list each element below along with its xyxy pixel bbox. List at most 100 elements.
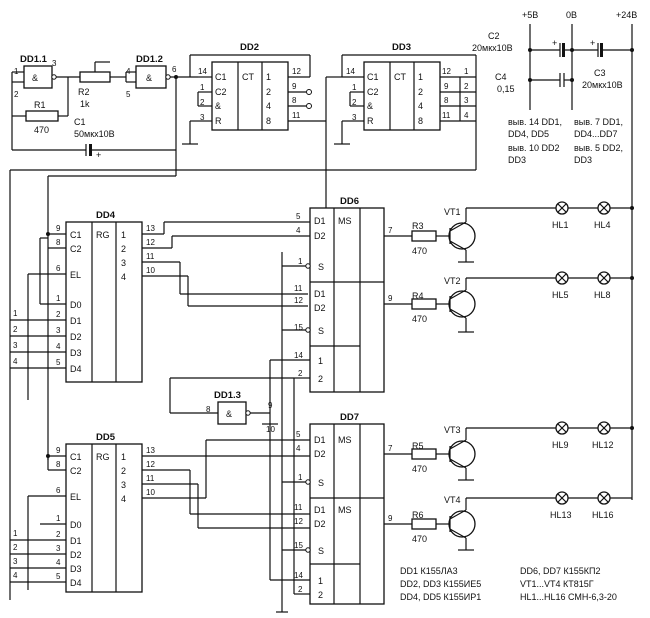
- dd4-register: [65, 221, 143, 383]
- legend-2: DD2, DD3 К155ИЕ5: [400, 579, 481, 589]
- legend-5: VT1...VT4 КТ815Г: [520, 579, 594, 589]
- dd1-2-amp: &: [146, 73, 152, 83]
- c2-plus: +: [552, 38, 557, 48]
- pin-label: 3: [13, 341, 18, 350]
- pin-label: 1: [13, 309, 18, 318]
- hl4-label: HL4: [594, 220, 611, 230]
- dd2-title: DD2: [240, 42, 259, 53]
- vt4-label: VT4: [444, 495, 461, 505]
- dd1-1-title: DD1.1: [20, 54, 48, 65]
- c4-value: 0,15: [497, 84, 515, 94]
- c3-label: C3: [594, 68, 606, 78]
- r5-label: R5: [412, 441, 424, 451]
- dd7-a1: 1: [318, 576, 323, 586]
- dd4-q1: 1: [121, 230, 126, 240]
- dd4-d3: D3: [70, 348, 82, 358]
- dd4-el: EL: [70, 270, 81, 280]
- pin-label: 1: [298, 473, 303, 482]
- power-note-5: выв. 7 DD1,: [574, 117, 623, 127]
- pin-label: 6: [56, 264, 61, 273]
- r1-body: [25, 110, 59, 122]
- pin-label: 4: [13, 571, 18, 580]
- pin-label: 3: [13, 557, 18, 566]
- pin-label: 3: [56, 544, 61, 553]
- legend-3: DD4, DD5 К155ИР1: [400, 592, 481, 602]
- pin-label: 12: [146, 238, 155, 247]
- dd1-1-amp: &: [32, 73, 38, 83]
- dd4-q4: 4: [121, 272, 126, 282]
- power-note-1: выв. 14 DD1,: [508, 117, 562, 127]
- pin-label: 11: [292, 111, 301, 120]
- power-note-7: выв. 5 DD2,: [574, 143, 623, 153]
- pin-label: 12: [292, 67, 301, 76]
- r3-value: 470: [412, 246, 427, 256]
- dd5-d0: D0: [70, 520, 82, 530]
- pin-label: 2: [352, 98, 357, 107]
- r3-body: [411, 230, 437, 242]
- pin-label: 10: [146, 488, 155, 497]
- output-stage-3: R5 470 VT3: [411, 425, 632, 481]
- c3-value: 20мкх10В: [582, 80, 623, 90]
- dd6-title: DD6: [340, 196, 359, 207]
- pin-label: 8: [56, 238, 61, 247]
- pin-label: 5: [56, 358, 61, 367]
- pin-label: 12: [442, 67, 451, 76]
- dd5-q3: 3: [121, 480, 126, 490]
- power-note-8: DD3: [574, 155, 592, 165]
- pin-label: 7: [388, 226, 393, 235]
- power-note-6: DD4...DD7: [574, 129, 618, 139]
- dd3-amp: &: [367, 101, 373, 111]
- dd4-q3: 3: [121, 258, 126, 268]
- c1-value: 50мкх10В: [74, 129, 115, 139]
- output-stage-2: R4 470 VT2: [411, 276, 632, 333]
- dd6-d2a: D2: [314, 231, 326, 241]
- pin-label: 11: [146, 252, 155, 261]
- dd6-a2: 2: [318, 374, 323, 384]
- dd2-out-8: 8: [266, 116, 271, 126]
- pin-label: 11: [146, 474, 155, 483]
- dd6-d1b: D1: [314, 289, 326, 299]
- dd1-2-title: DD1.2: [136, 54, 163, 65]
- r1-label: R1: [34, 100, 46, 110]
- dd3-out-4: 4: [418, 101, 423, 111]
- lamp-hl12: HL12: [592, 421, 614, 450]
- pin-label: 14: [198, 67, 207, 76]
- pin-label: 4: [296, 226, 301, 235]
- vt2-transistor: [448, 290, 476, 318]
- pin-label: 3: [56, 326, 61, 335]
- c2-value: 20мкх10В: [472, 43, 513, 53]
- c4-label: C4: [495, 72, 507, 82]
- pin-label: 1: [298, 257, 303, 266]
- pin-label: 15: [294, 541, 303, 550]
- dd5-q2: 2: [121, 466, 126, 476]
- pin-label: 11: [294, 284, 303, 293]
- pin-label: 7: [388, 444, 393, 453]
- pin-label: 8: [292, 96, 297, 105]
- dd5-d1: D1: [70, 536, 82, 546]
- r4-body: [411, 298, 437, 310]
- dd4-d1: D1: [70, 316, 82, 326]
- dd5-d2: D2: [70, 550, 82, 560]
- pin-label: 4: [56, 342, 61, 351]
- pin-label: 13: [146, 446, 155, 455]
- c2-label: C2: [488, 31, 500, 41]
- pin-label: 2: [298, 369, 303, 378]
- dd7-multiplexer: [309, 423, 385, 605]
- dd5-d4: D4: [70, 578, 82, 588]
- dd2-amp: &: [215, 101, 221, 111]
- lamp-hl13: HL13: [550, 491, 572, 520]
- r1-value: 470: [34, 125, 49, 135]
- dd5-c2: C2: [70, 466, 82, 476]
- dd3-out-8: 8: [418, 116, 423, 126]
- r2-body: [79, 71, 111, 83]
- dd3-c1: C1: [367, 72, 379, 82]
- pin-label: 9: [444, 82, 449, 91]
- pin-label: 6: [172, 65, 177, 74]
- dd3-r: R: [367, 116, 374, 126]
- dd3-c2: C2: [367, 87, 379, 97]
- pin-label: 2: [56, 530, 61, 539]
- dd6-a1: 1: [318, 356, 323, 366]
- c1-label: C1: [74, 117, 86, 127]
- dd2-ct: CT: [242, 72, 254, 82]
